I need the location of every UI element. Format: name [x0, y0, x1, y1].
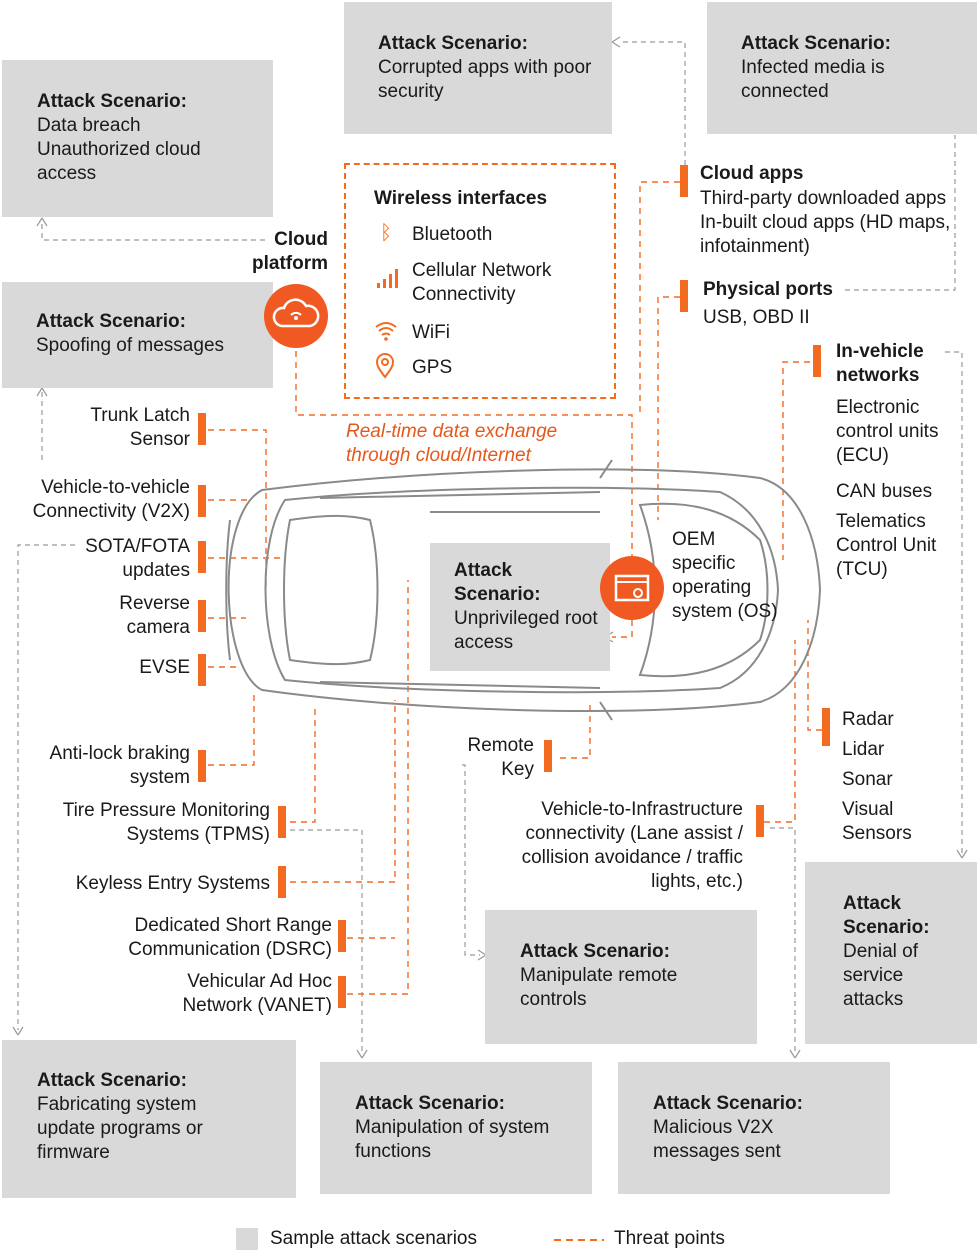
legend-swatch-scenario — [236, 1228, 258, 1250]
scenario-title-line2: Scenario: — [843, 917, 930, 938]
wireless-item: GPS — [412, 357, 453, 378]
legend-threats-label: Threat points — [614, 1228, 725, 1249]
wireless-title: Wireless interfaces — [374, 188, 548, 209]
sota-label: SOTA/FOTA updates — [85, 536, 190, 581]
evse-label: EVSE — [139, 657, 190, 678]
bluetooth-icon: ᛒ — [380, 222, 392, 244]
scenario-body: Spoofing of messages — [36, 335, 225, 356]
sensor-label: Visual Sensors — [842, 799, 912, 844]
os-settings-icon — [600, 556, 664, 620]
threat-marker — [822, 708, 830, 746]
threat-marker — [198, 541, 206, 573]
scenario-title-line2: Scenario: — [454, 584, 541, 605]
scenario-body: Corrupted apps with poor security — [378, 57, 592, 102]
threat-marker — [198, 750, 206, 782]
scenario-title-line1: Attack — [843, 893, 902, 914]
scenario-fabricating: Attack Scenario: Fabricating system upda… — [2, 1040, 296, 1198]
legend-scenarios-label: Sample attack scenarios — [270, 1228, 477, 1249]
scenario-body: Data breach Unauthorized cloud access — [37, 115, 201, 184]
threat-marker — [813, 345, 821, 377]
threat-marker — [338, 976, 346, 1008]
physical-ports-body: USB, OBD II — [703, 307, 810, 328]
sensor-label: Radar — [842, 709, 894, 730]
scenario-title: Attack Scenario: — [355, 1093, 505, 1114]
scenario-manipulation: Attack Scenario: Manipulation of system … — [320, 1062, 592, 1194]
scenario-spoofing: Attack Scenario: Spoofing of messages — [2, 282, 273, 388]
scenario-body: Manipulate remote controls — [520, 965, 678, 1010]
scenario-title-line1: Attack — [454, 560, 513, 581]
threat-marker — [278, 866, 286, 898]
v2v-label: Vehicle-to-vehicle Connectivity (V2X) — [32, 477, 190, 522]
sensor-label: Lidar — [842, 739, 885, 760]
wireless-interfaces-panel: Wireless interfaces ᛒ Bluetooth Cellular… — [344, 163, 616, 399]
threat-marker — [198, 413, 206, 445]
sensor-label: Sonar — [842, 769, 893, 790]
threat-marker — [198, 654, 206, 686]
in-vehicle-title: In-vehicle networks — [836, 341, 924, 386]
in-vehicle-item: CAN buses — [836, 481, 933, 502]
wifi-icon — [374, 321, 398, 341]
abs-label: Anti-lock braking system — [49, 743, 190, 788]
trunk-latch-label: Trunk Latch Sensor — [90, 405, 190, 450]
legend-threat-line — [554, 1239, 604, 1241]
remote-key-label: Remote Key — [467, 735, 534, 780]
cellular-signal-icon — [376, 267, 398, 289]
vanet-label: Vehicular Ad Hoc Network (VANET) — [182, 971, 332, 1016]
scenario-body: Denial of service attacks — [843, 941, 918, 1010]
v2i-label: Vehicle-to-Infrastructure connectivity (… — [521, 799, 743, 892]
scenario-unprivileged-root: Attack Scenario: Unprivileged root acces… — [430, 543, 610, 671]
scenario-body: Manipulation of system functions — [355, 1117, 550, 1162]
scenario-denial-of-service: Attack Scenario: Denial of service attac… — [805, 862, 977, 1044]
realtime-text: Real-time data exchange through cloud/In… — [346, 421, 558, 466]
threat-marker — [278, 806, 286, 838]
oem-os-label: OEM specific operating system (OS) — [672, 529, 778, 622]
threat-marker — [544, 740, 552, 772]
cloud-platform-label: Cloud platform — [252, 229, 328, 274]
cloud-icon — [264, 284, 328, 348]
in-vehicle-item: Electronic control units (ECU) — [836, 397, 939, 466]
scenario-body: Infected media is connected — [741, 57, 885, 102]
gps-pin-icon — [374, 353, 396, 379]
threat-marker — [680, 280, 688, 312]
in-vehicle-item: Telematics Control Unit (TCU) — [836, 511, 937, 580]
scenario-remote-controls: Attack Scenario: Manipulate remote contr… — [485, 910, 757, 1044]
threat-marker — [198, 600, 206, 632]
scenario-body: Unprivileged root access — [454, 608, 598, 653]
physical-ports-title: Physical ports — [703, 279, 833, 300]
scenario-data-breach: Attack Scenario: Data breach Unauthorize… — [2, 60, 273, 217]
threat-marker — [198, 485, 206, 517]
cloud-apps-body: Third-party downloaded apps In-built clo… — [700, 188, 951, 257]
scenario-title: Attack Scenario: — [37, 1070, 187, 1091]
scenario-title: Attack Scenario: — [653, 1093, 803, 1114]
tpms-label: Tire Pressure Monitoring Systems (TPMS) — [62, 800, 270, 845]
scenario-corrupted-apps: Attack Scenario: Corrupted apps with poo… — [344, 2, 612, 134]
dsrc-label: Dedicated Short Range Communication (DSR… — [128, 915, 332, 960]
scenario-title: Attack Scenario: — [741, 33, 891, 54]
scenario-title: Attack Scenario: — [378, 33, 528, 54]
threat-marker — [756, 805, 764, 837]
threat-marker — [680, 165, 688, 197]
scenario-body: Malicious V2X messages sent — [653, 1117, 781, 1162]
scenario-title: Attack Scenario: — [520, 941, 670, 962]
scenario-title: Attack Scenario: — [37, 91, 187, 112]
keyless-label: Keyless Entry Systems — [75, 873, 270, 894]
reverse-camera-label: Reverse camera — [119, 593, 190, 638]
wireless-item: WiFi — [412, 322, 450, 343]
scenario-infected-media: Attack Scenario: Infected media is conne… — [707, 2, 977, 134]
scenario-body: Fabricating system update programs or fi… — [37, 1094, 203, 1163]
scenario-title: Attack Scenario: — [36, 311, 186, 332]
scenario-malicious-v2x: Attack Scenario: Malicious V2X messages … — [618, 1062, 890, 1194]
wireless-item: Cellular Network Connectivity — [412, 260, 552, 305]
threat-marker — [338, 920, 346, 952]
realtime-exchange-label: Real-time data exchange through cloud/In… — [346, 420, 616, 468]
wireless-item: Bluetooth — [412, 224, 493, 245]
cloud-apps-title: Cloud apps — [700, 163, 804, 184]
